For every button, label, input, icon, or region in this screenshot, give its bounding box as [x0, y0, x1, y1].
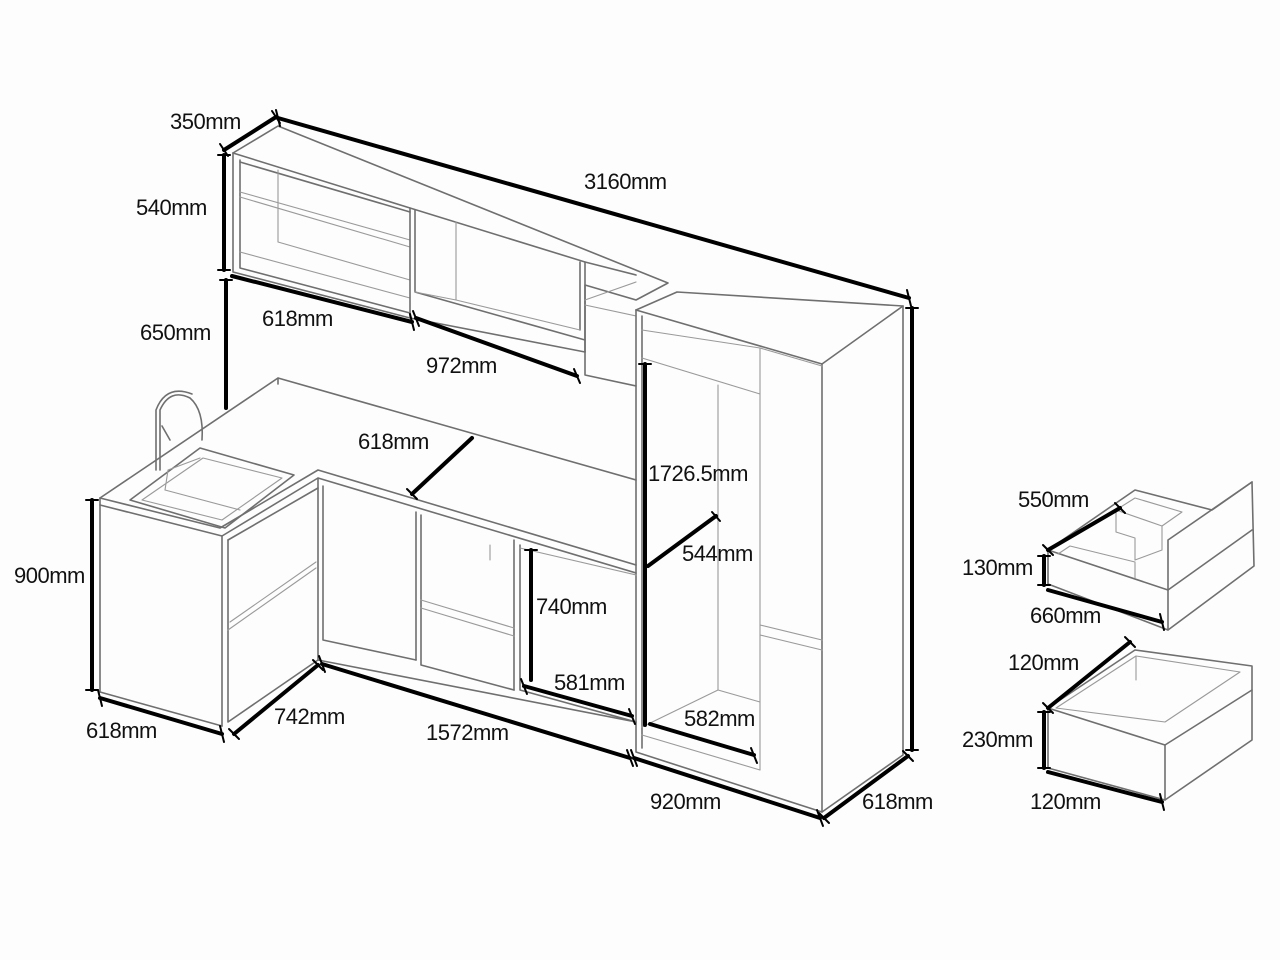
- label-total-length: 3160mm: [584, 169, 667, 194]
- wall-cabinets: [232, 125, 669, 387]
- dimension-labels: 350mm 3160mm 540mm 618mm 650mm 972mm 618…: [14, 109, 1101, 814]
- label-base-run: 1572mm: [426, 720, 509, 745]
- label-drawer-bottom-height: 230mm: [962, 727, 1033, 752]
- label-wall-height: 540mm: [136, 195, 207, 220]
- label-tall-inner-width: 582mm: [684, 706, 755, 731]
- base-cabinets: [99, 377, 637, 727]
- label-sink-width: 618mm: [86, 718, 157, 743]
- label-tall-width: 920mm: [650, 789, 721, 814]
- label-oven-width: 581mm: [554, 670, 625, 695]
- label-drawer-top-width: 660mm: [1030, 603, 1101, 628]
- label-wall-depth: 350mm: [170, 109, 241, 134]
- sink: [129, 447, 295, 529]
- label-drawer-top-height: 130mm: [962, 555, 1033, 580]
- label-oven-height: 740mm: [536, 594, 607, 619]
- faucet: [155, 390, 204, 471]
- label-base-height: 900mm: [14, 563, 85, 588]
- label-tall-inner-depth: 544mm: [682, 541, 753, 566]
- label-wall-gap: 650mm: [140, 320, 211, 345]
- dimension-lines: [85, 109, 1165, 827]
- drawer-top: [1047, 481, 1255, 631]
- label-drawer-bottom-width: 120mm: [1030, 789, 1101, 814]
- label-wall-left-width: 618mm: [262, 306, 333, 331]
- label-drawer-top-depth: 550mm: [1018, 487, 1089, 512]
- label-counter-depth: 618mm: [358, 429, 429, 454]
- label-drawer-bottom-depth: 120mm: [1008, 650, 1079, 675]
- label-tall-depth: 618mm: [862, 789, 933, 814]
- label-wall-mid-width: 972mm: [426, 353, 497, 378]
- label-tall-height: 1726.5mm: [648, 461, 748, 486]
- tall-unit: [635, 291, 904, 813]
- label-corner-width: 742mm: [274, 704, 345, 729]
